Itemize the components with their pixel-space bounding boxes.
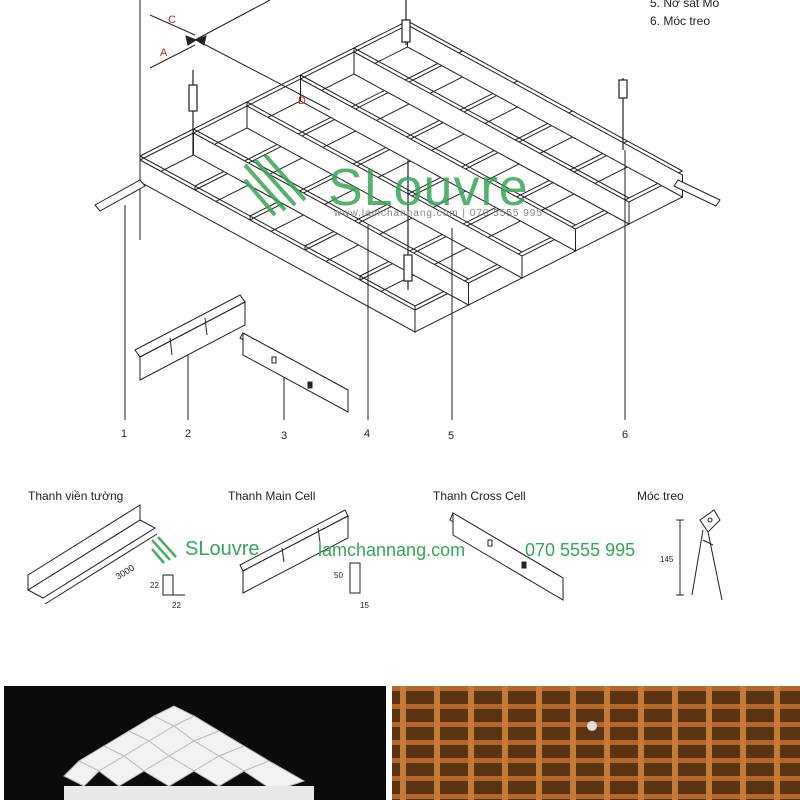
photo-wood-grid-ceiling — [392, 686, 800, 800]
main-cell-dim-w: 15 — [360, 601, 369, 610]
callout-4: 4 — [364, 428, 371, 440]
label-cross-cell: Thanh Cross Cell — [433, 489, 526, 503]
wall-angle-rails — [94, 179, 721, 212]
part-main-cell-drawing — [239, 509, 361, 594]
watermark-brand-2: SLouvre — [185, 538, 260, 560]
label-wall-angle: Thanh viền tường — [28, 489, 124, 503]
legend-item-5: 5. Nở sắt Mồ — [650, 0, 720, 10]
callout-6: 6 — [622, 429, 629, 441]
label-hanger: Móc treo — [637, 489, 684, 503]
hanger-dim-h: 145 — [660, 555, 674, 564]
part-wall-angle-drawing — [27, 504, 185, 605]
dim-letter-d: D — [298, 95, 306, 107]
callout-2: 2 — [185, 428, 192, 440]
watermark-logo-icon-2 — [151, 536, 177, 564]
photo-white-grid-ceiling — [4, 686, 386, 800]
dimension-lines — [139, 0, 331, 240]
watermark-brand: SLouvre — [328, 159, 529, 217]
main-cell-dim-h: 50 — [334, 571, 343, 580]
exploded-part-main-cell — [134, 294, 246, 381]
callout-1: 1 — [121, 428, 128, 440]
part-hanger-drawing — [676, 509, 723, 601]
watermark-website: lamchannang.com — [318, 540, 466, 560]
callout-5: 5 — [448, 430, 455, 442]
dim-letter-c: C — [168, 14, 176, 26]
watermark-contact-small: www.lamchannang.com | 070 5555 995 — [334, 208, 543, 219]
wall-angle-length: 3000 — [114, 563, 136, 582]
callout-leaders — [124, 150, 626, 420]
exploded-part-cross-cell — [239, 332, 349, 413]
part-cross-cell-drawing — [449, 512, 564, 601]
watermark-logo-icon — [243, 155, 307, 217]
dim-letter-a: A — [160, 47, 168, 59]
wall-angle-dim-w: 22 — [172, 601, 181, 610]
label-main-cell: Thanh Main Cell — [228, 489, 316, 503]
wall-angle-dim-h: 22 — [150, 581, 159, 590]
callout-3: 3 — [281, 430, 288, 442]
watermark-phone: 070 5555 995 — [525, 540, 636, 560]
hangers — [188, 0, 628, 290]
legend: 5. Nở sắt Mồ 6. Móc treo — [650, 0, 719, 30]
legend-item-6: 6. Móc treo — [650, 14, 711, 28]
